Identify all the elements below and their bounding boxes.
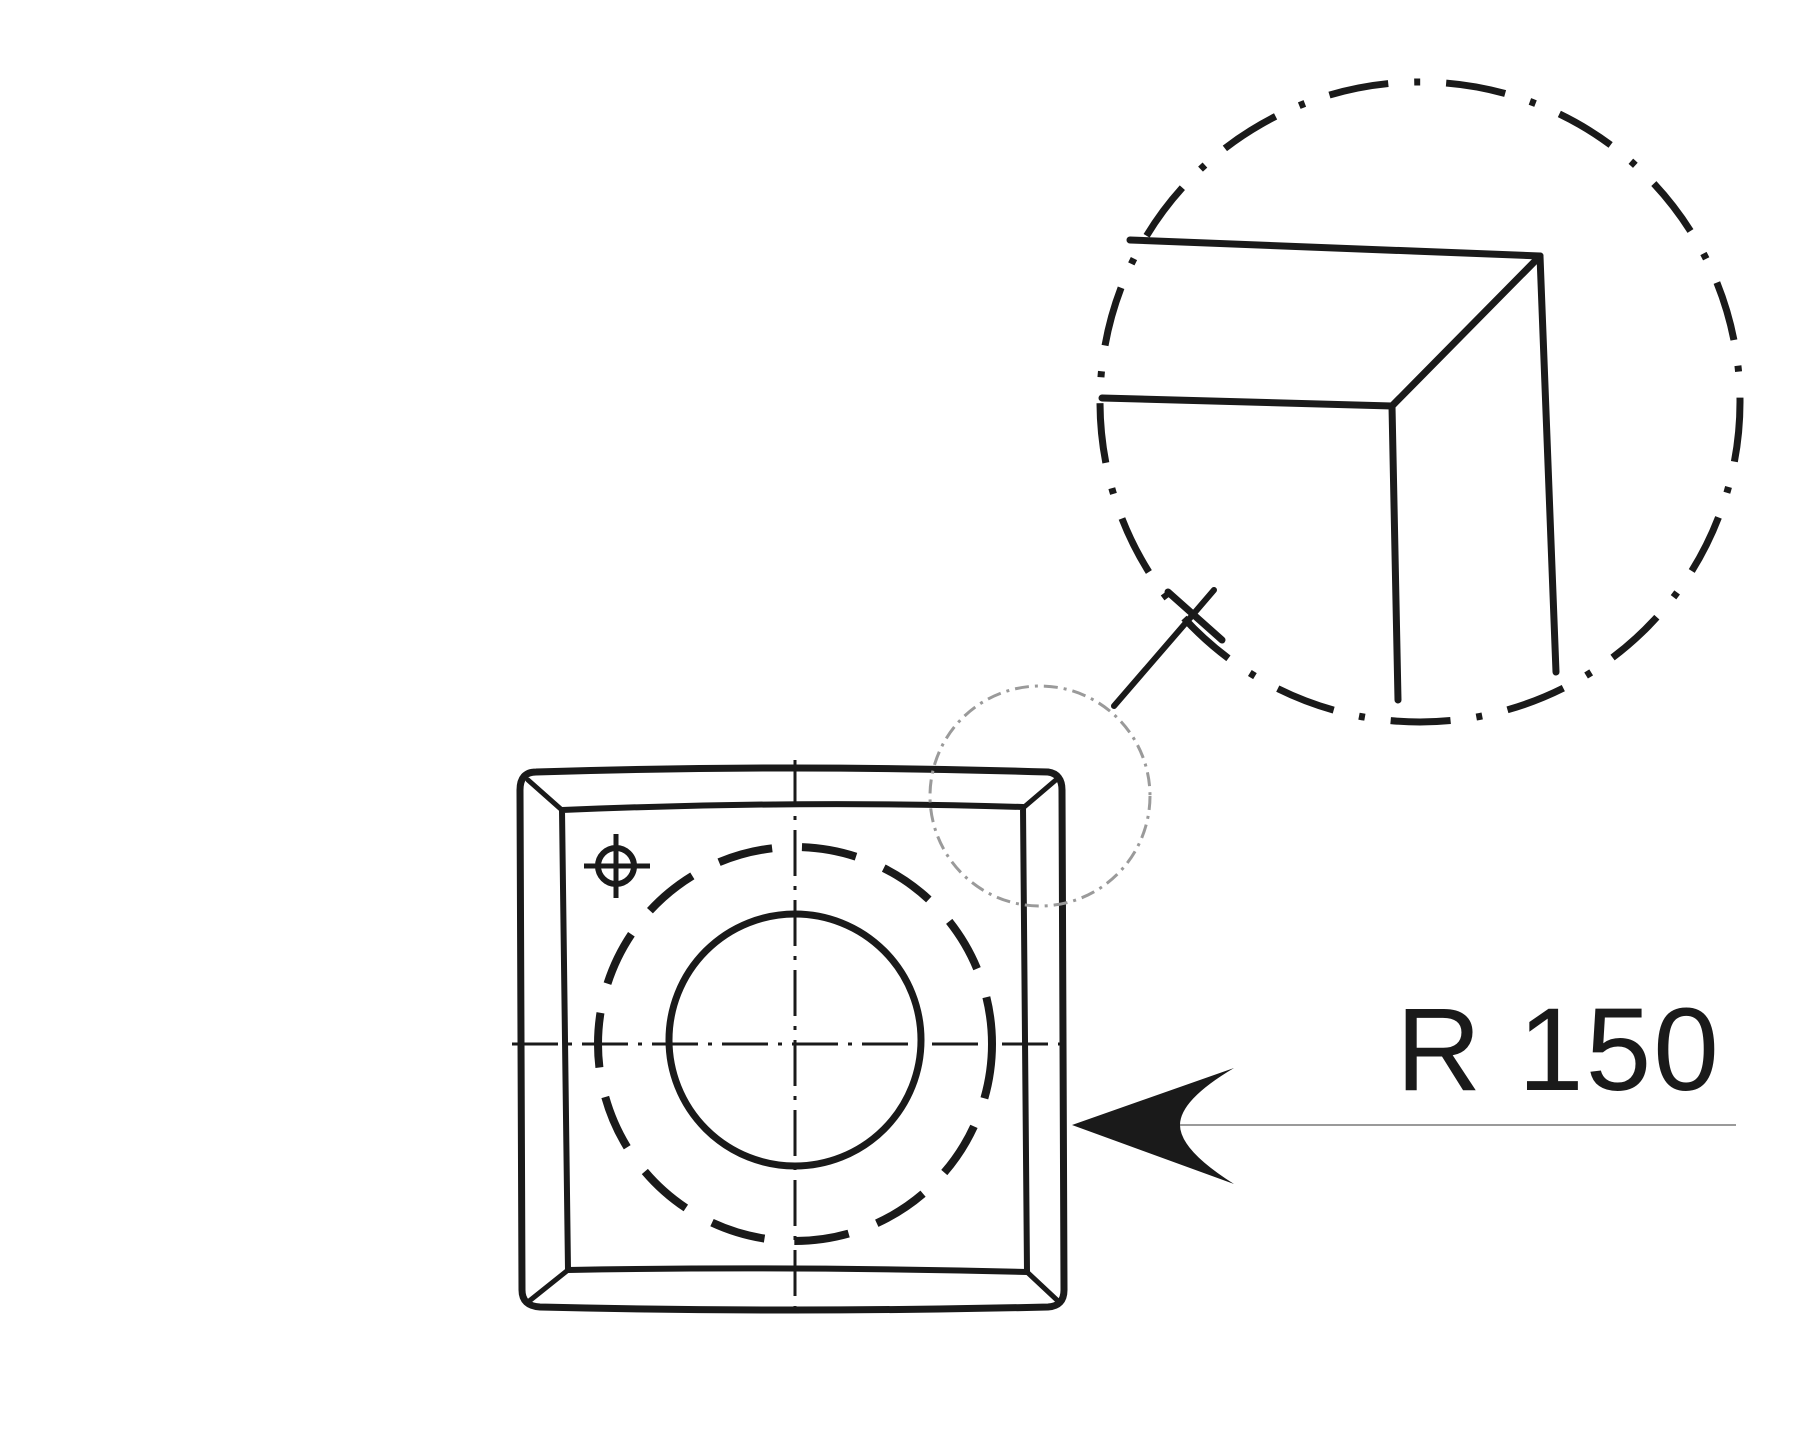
- dimension-arrow-icon: [1072, 1068, 1234, 1184]
- bevel-line-top-right: [1020, 776, 1060, 811]
- detail-top-edge: [1126, 236, 1544, 260]
- center-hole: [665, 910, 925, 1170]
- detail-marker-circle: [928, 684, 1152, 908]
- radius-dimension: R 150: [1072, 984, 1736, 1184]
- detail-corner-geometry: [1098, 236, 1560, 704]
- bevel-line-bottom-left: [525, 1267, 571, 1305]
- dimension-label: R 150: [1396, 984, 1721, 1116]
- insert-outer-edge: [516, 764, 1068, 1314]
- bevel-line-top-left: [525, 777, 566, 814]
- target-mark-icon: [584, 834, 650, 898]
- bevel-line-bottom-right: [1024, 1269, 1061, 1304]
- detail-inner-top-edge: [1098, 394, 1396, 410]
- detail-leader: [1111, 587, 1226, 709]
- detail-inner-right-edge: [1388, 402, 1402, 704]
- detail-bevel-edge: [1388, 252, 1544, 410]
- detail-view-circle: [1096, 78, 1744, 726]
- dashed-bolt-circle: [594, 843, 996, 1245]
- detail-right-edge: [1536, 252, 1560, 676]
- center-lines: [512, 760, 1072, 1315]
- square-insert: [516, 764, 1068, 1314]
